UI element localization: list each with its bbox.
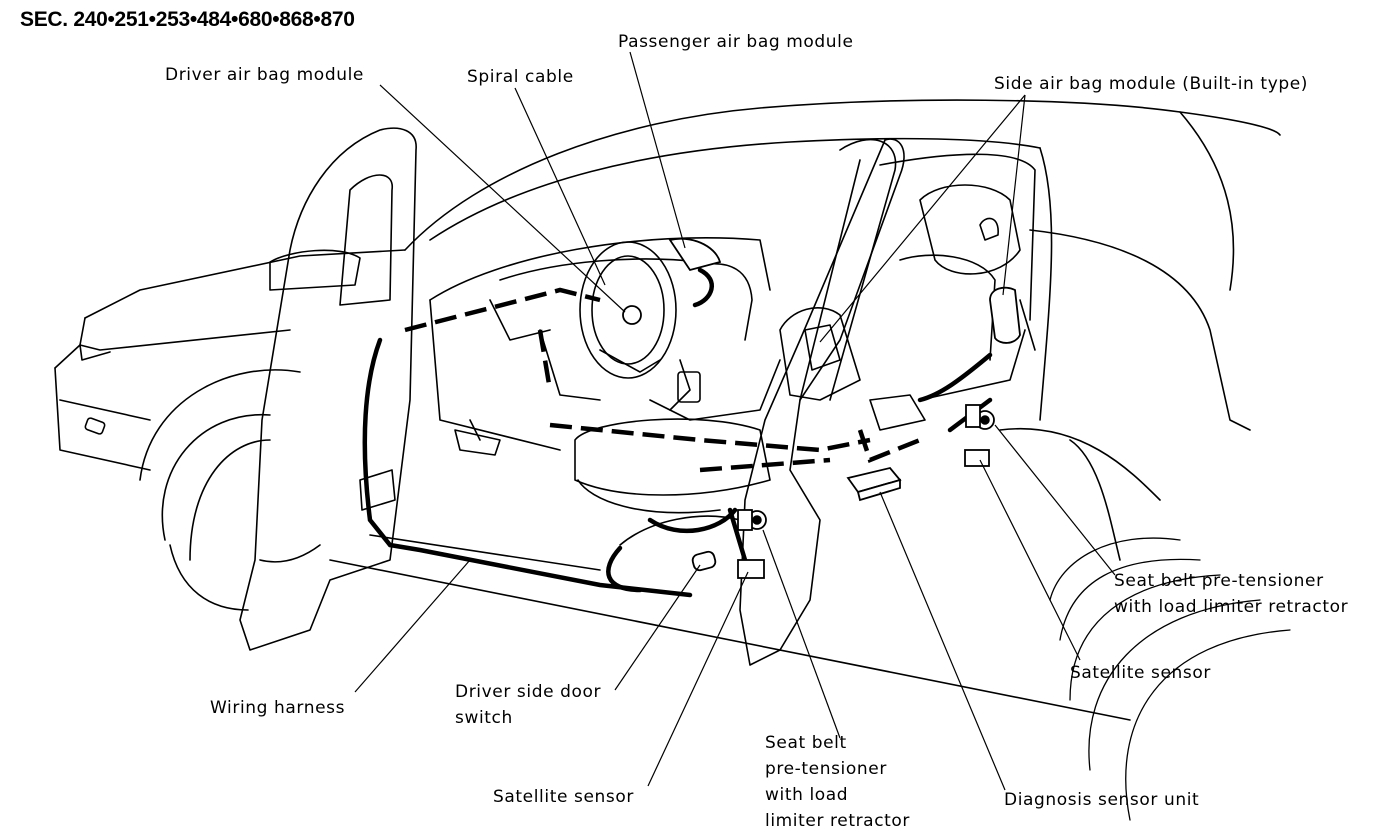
label-wiring-harness: Wiring harness bbox=[210, 698, 346, 718]
center-pretensioner-part bbox=[737, 509, 767, 531]
label-driver-airbag: Driver air bag module bbox=[165, 65, 364, 85]
label-seatbelt-pretensioner-center: Seat belt pre-tensioner with load limite… bbox=[765, 730, 910, 834]
interior-outline bbox=[429, 237, 1036, 546]
car-body-outline bbox=[54, 99, 1291, 821]
right-satellite-sensor-part bbox=[964, 449, 990, 467]
label-diagnosis-sensor-unit: Diagnosis sensor unit bbox=[1004, 790, 1200, 810]
label-line: Seat belt bbox=[765, 733, 847, 753]
components bbox=[668, 237, 995, 579]
label-satellite-sensor-right: Satellite sensor bbox=[1070, 663, 1211, 683]
label-side-airbag: Side air bag module (Built-in type) bbox=[994, 74, 1309, 94]
right-pretensioner-part bbox=[965, 404, 995, 430]
label-line: with load limiter retractor bbox=[1114, 597, 1349, 617]
leader-lines bbox=[354, 51, 1116, 791]
front-door bbox=[239, 127, 417, 651]
rear-door-open bbox=[739, 138, 905, 666]
label-line: with load bbox=[765, 785, 849, 805]
center-satellite-sensor-part bbox=[737, 559, 765, 579]
label-seatbelt-pretensioner-right: Seat belt pre-tensioner with load limite… bbox=[1114, 568, 1348, 620]
label-satellite-sensor-left: Satellite sensor bbox=[493, 787, 634, 807]
label-spiral-cable: Spiral cable bbox=[467, 67, 574, 87]
label-line: Seat belt pre-tensioner bbox=[1114, 571, 1324, 591]
wiring-harness-lines bbox=[362, 267, 993, 598]
label-door-switch: Driver side door switch bbox=[455, 679, 601, 731]
label-passenger-airbag: Passenger air bag module bbox=[618, 32, 854, 52]
passenger-airbag-part bbox=[668, 237, 722, 272]
label-line: limiter retractor bbox=[765, 811, 910, 831]
label-line: pre-tensioner bbox=[765, 759, 887, 779]
label-line: switch bbox=[455, 708, 513, 728]
driver-door-switch-part bbox=[691, 550, 717, 572]
section-code-title: SEC. 240•251•253•484•680•868•870 bbox=[20, 8, 355, 31]
diagnosis-sensor-unit-part bbox=[846, 466, 902, 502]
label-line: Driver side door bbox=[455, 682, 602, 702]
